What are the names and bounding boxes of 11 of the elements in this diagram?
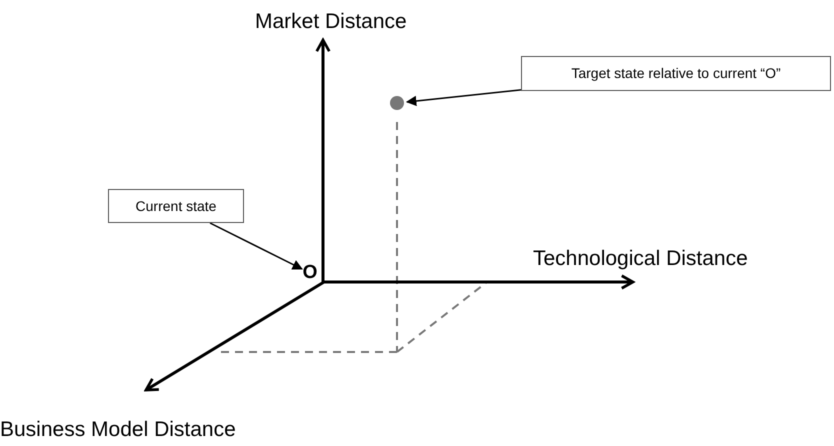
origin-label: O	[302, 262, 318, 284]
callout-text: Target state relative to current “O”	[571, 64, 781, 83]
callout-text: Current state	[136, 196, 216, 216]
arrow	[406, 89, 522, 106]
axis-label: Market Distance	[255, 9, 407, 35]
callout-box	[521, 56, 831, 91]
axis-label: Technological Distance	[533, 246, 748, 272]
target-point	[390, 96, 404, 110]
callout-box	[108, 189, 244, 223]
axis-label: Business Model Distance	[0, 417, 236, 443]
arrow	[210, 222, 303, 270]
